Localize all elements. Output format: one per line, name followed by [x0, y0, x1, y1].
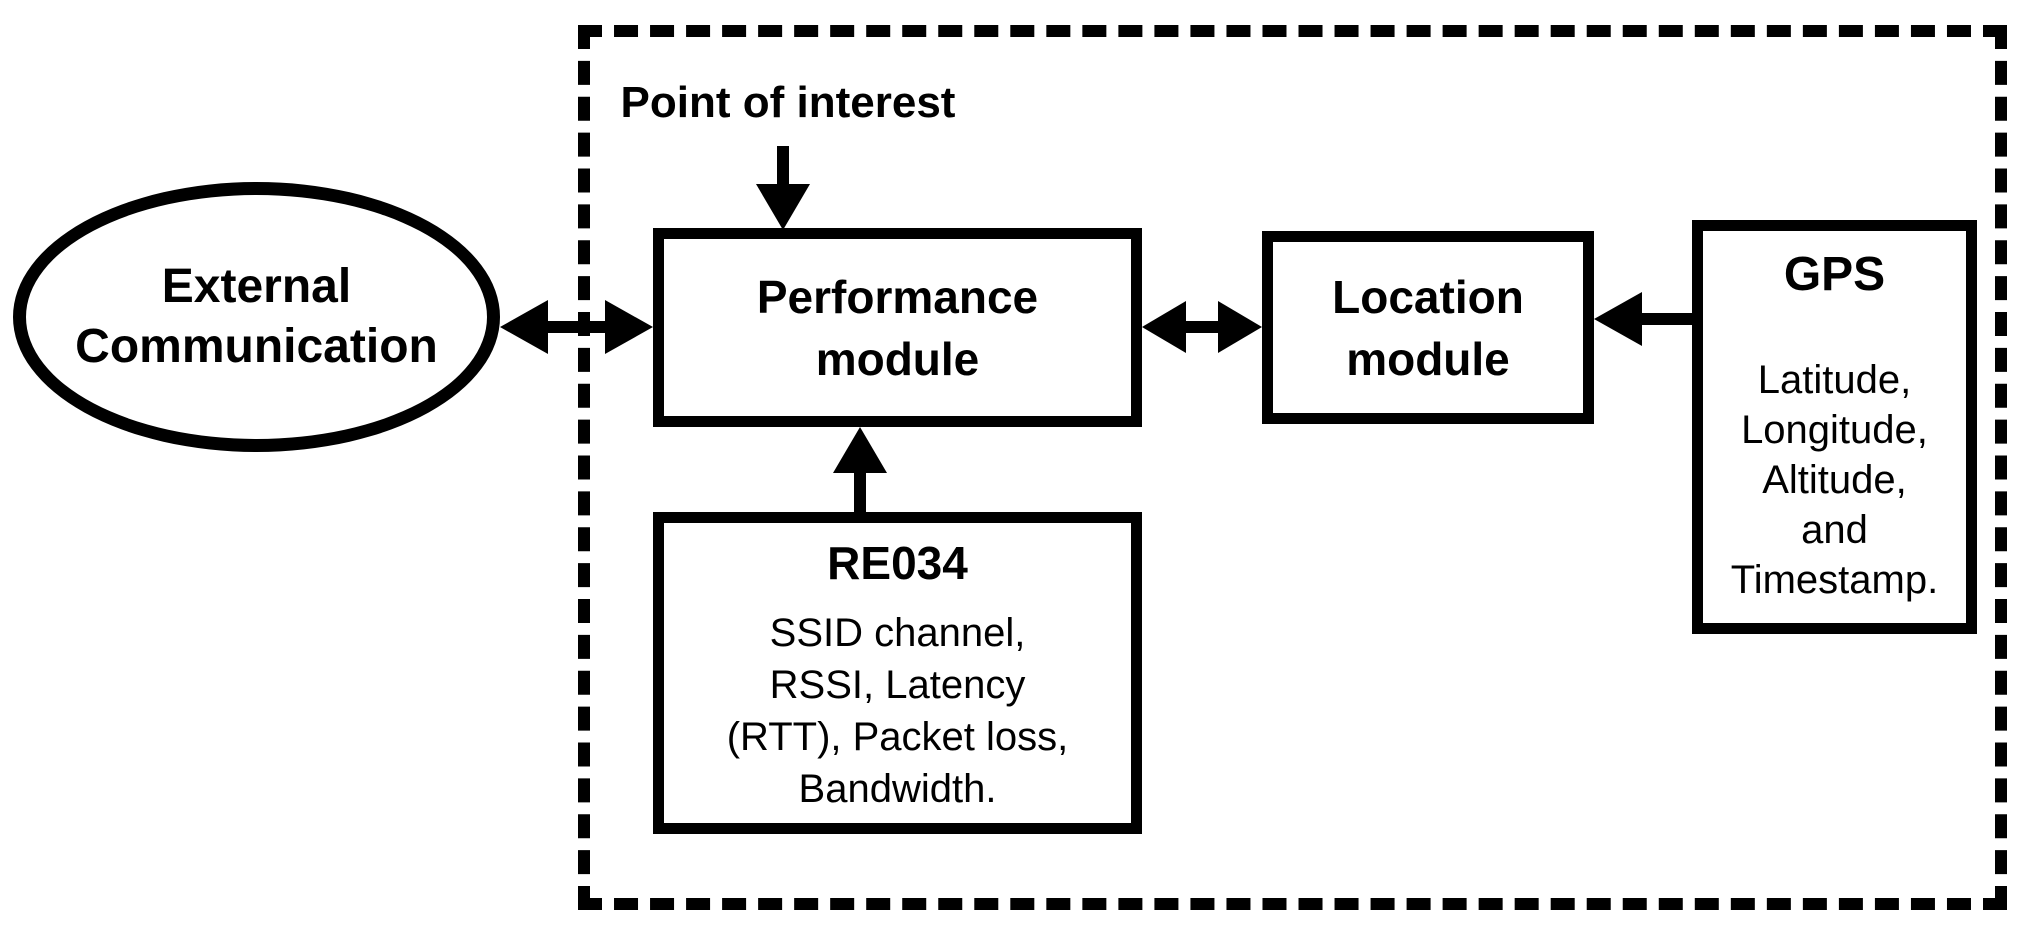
- poi-to-performance-arrow-shaft: [777, 146, 789, 188]
- system-boundary-dashed-box: [578, 25, 2007, 910]
- re034-node: RE034 SSID channel, RSSI, Latency (RTT),…: [653, 512, 1142, 834]
- external-performance-arrowhead-right: [605, 300, 653, 354]
- location-module-label: Location module: [1332, 270, 1524, 385]
- performance-module-node: Performance module: [653, 228, 1142, 427]
- gps-data-list: Latitude, Longitude, Altitude, and Times…: [1730, 358, 1939, 602]
- re034-to-performance-arrow-shaft: [854, 465, 866, 512]
- poi-to-performance-arrowhead-down: [756, 184, 810, 230]
- external-performance-arrow-shaft: [542, 321, 610, 333]
- gps-to-location-arrow-shaft: [1636, 313, 1692, 325]
- performance-location-arrow-shaft: [1178, 321, 1226, 333]
- re034-data-list: SSID channel, RSSI, Latency (RTT), Packe…: [726, 611, 1069, 811]
- gps-title: GPS: [1783, 248, 1886, 301]
- performance-location-arrowhead-right: [1218, 301, 1262, 353]
- performance-module-label: Performance module: [756, 270, 1039, 385]
- external-communication-label: External Communication: [75, 260, 438, 373]
- external-communication-node: External Communication: [13, 182, 500, 452]
- gps-to-location-arrowhead-left: [1594, 292, 1642, 346]
- location-module-node: Location module: [1262, 231, 1594, 424]
- external-performance-arrowhead-left: [500, 300, 548, 354]
- re034-title: RE034: [827, 537, 968, 589]
- point-of-interest-label: Point of interest: [620, 78, 956, 127]
- gps-node: GPS Latitude, Longitude, Altitude, and T…: [1692, 220, 1977, 634]
